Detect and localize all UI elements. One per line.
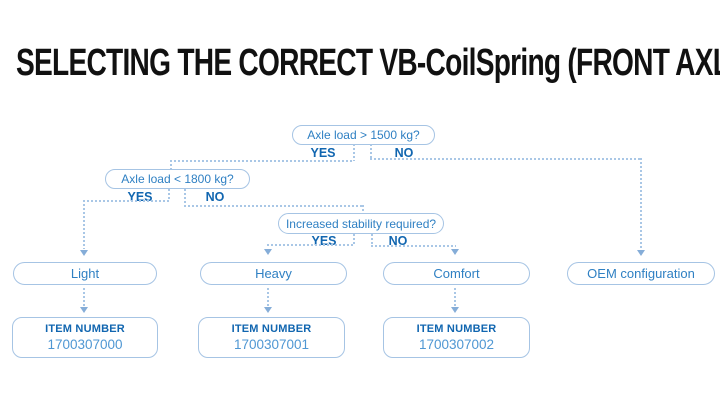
connector-line (168, 189, 170, 201)
item-number-box-heavy: ITEM NUMBER 1700307001 (198, 317, 345, 358)
connector-line (370, 144, 372, 159)
decision-question: Increased stability required? (285, 216, 437, 231)
arrow-down-icon (264, 307, 272, 313)
item-number-label: ITEM NUMBER (416, 323, 497, 335)
decision-increased-stability: Increased stability required? (278, 213, 444, 234)
q2-no-label: NO (205, 190, 225, 204)
arrow-down-icon (80, 250, 88, 256)
item-number-value: 1700307001 (233, 337, 310, 352)
connector-line (267, 244, 354, 246)
item-number-value: 1700307000 (47, 337, 123, 352)
connector-line (170, 160, 172, 169)
connector-line (170, 160, 354, 162)
outcome-label: Comfort (433, 266, 480, 281)
item-number-value: 1700307002 (418, 337, 495, 352)
outcome-comfort: Comfort (383, 262, 530, 285)
connector-line (362, 205, 364, 213)
connector-line (83, 288, 85, 306)
connector-line (371, 234, 373, 246)
connector-line (371, 245, 456, 247)
decision-axle-load-1500: Axle load > 1500 kg? (292, 125, 435, 145)
item-number-label: ITEM NUMBER (231, 323, 312, 335)
item-number-box-light: ITEM NUMBER 1700307000 (12, 317, 158, 358)
outcome-label: Light (70, 266, 100, 281)
outcome-label: OEM configuration (587, 266, 695, 281)
arrow-down-icon (451, 249, 459, 255)
connector-line (267, 288, 269, 306)
decision-question: Axle load < 1800 kg? (121, 172, 234, 186)
connector-line (640, 158, 642, 249)
connector-line (83, 200, 85, 249)
connector-line (353, 144, 355, 161)
connector-line (184, 189, 186, 206)
arrow-down-icon (264, 249, 272, 255)
decision-question: Axle load > 1500 kg? (307, 128, 420, 142)
connector-line (83, 200, 169, 202)
outcome-heavy: Heavy (200, 262, 347, 285)
outcome-oem-configuration: OEM configuration (567, 262, 715, 285)
connector-line (370, 158, 641, 160)
arrow-down-icon (451, 307, 459, 313)
item-number-label: ITEM NUMBER (45, 323, 125, 335)
outcome-label: Heavy (255, 266, 292, 281)
arrow-down-icon (637, 250, 645, 256)
q1-no-label: NO (394, 146, 414, 160)
arrow-down-icon (80, 307, 88, 313)
page-title: SELECTING THE CORRECT VB-CoilSpring (FRO… (16, 42, 720, 84)
decision-axle-load-1800: Axle load < 1800 kg? (105, 169, 250, 189)
outcome-light: Light (13, 262, 157, 285)
item-number-box-comfort: ITEM NUMBER 1700307002 (383, 317, 530, 358)
connector-line (184, 205, 363, 207)
q3-no-label: NO (388, 234, 408, 248)
q1-yes-label: YES (310, 146, 336, 160)
connector-line (353, 234, 355, 245)
connector-line (454, 288, 456, 306)
